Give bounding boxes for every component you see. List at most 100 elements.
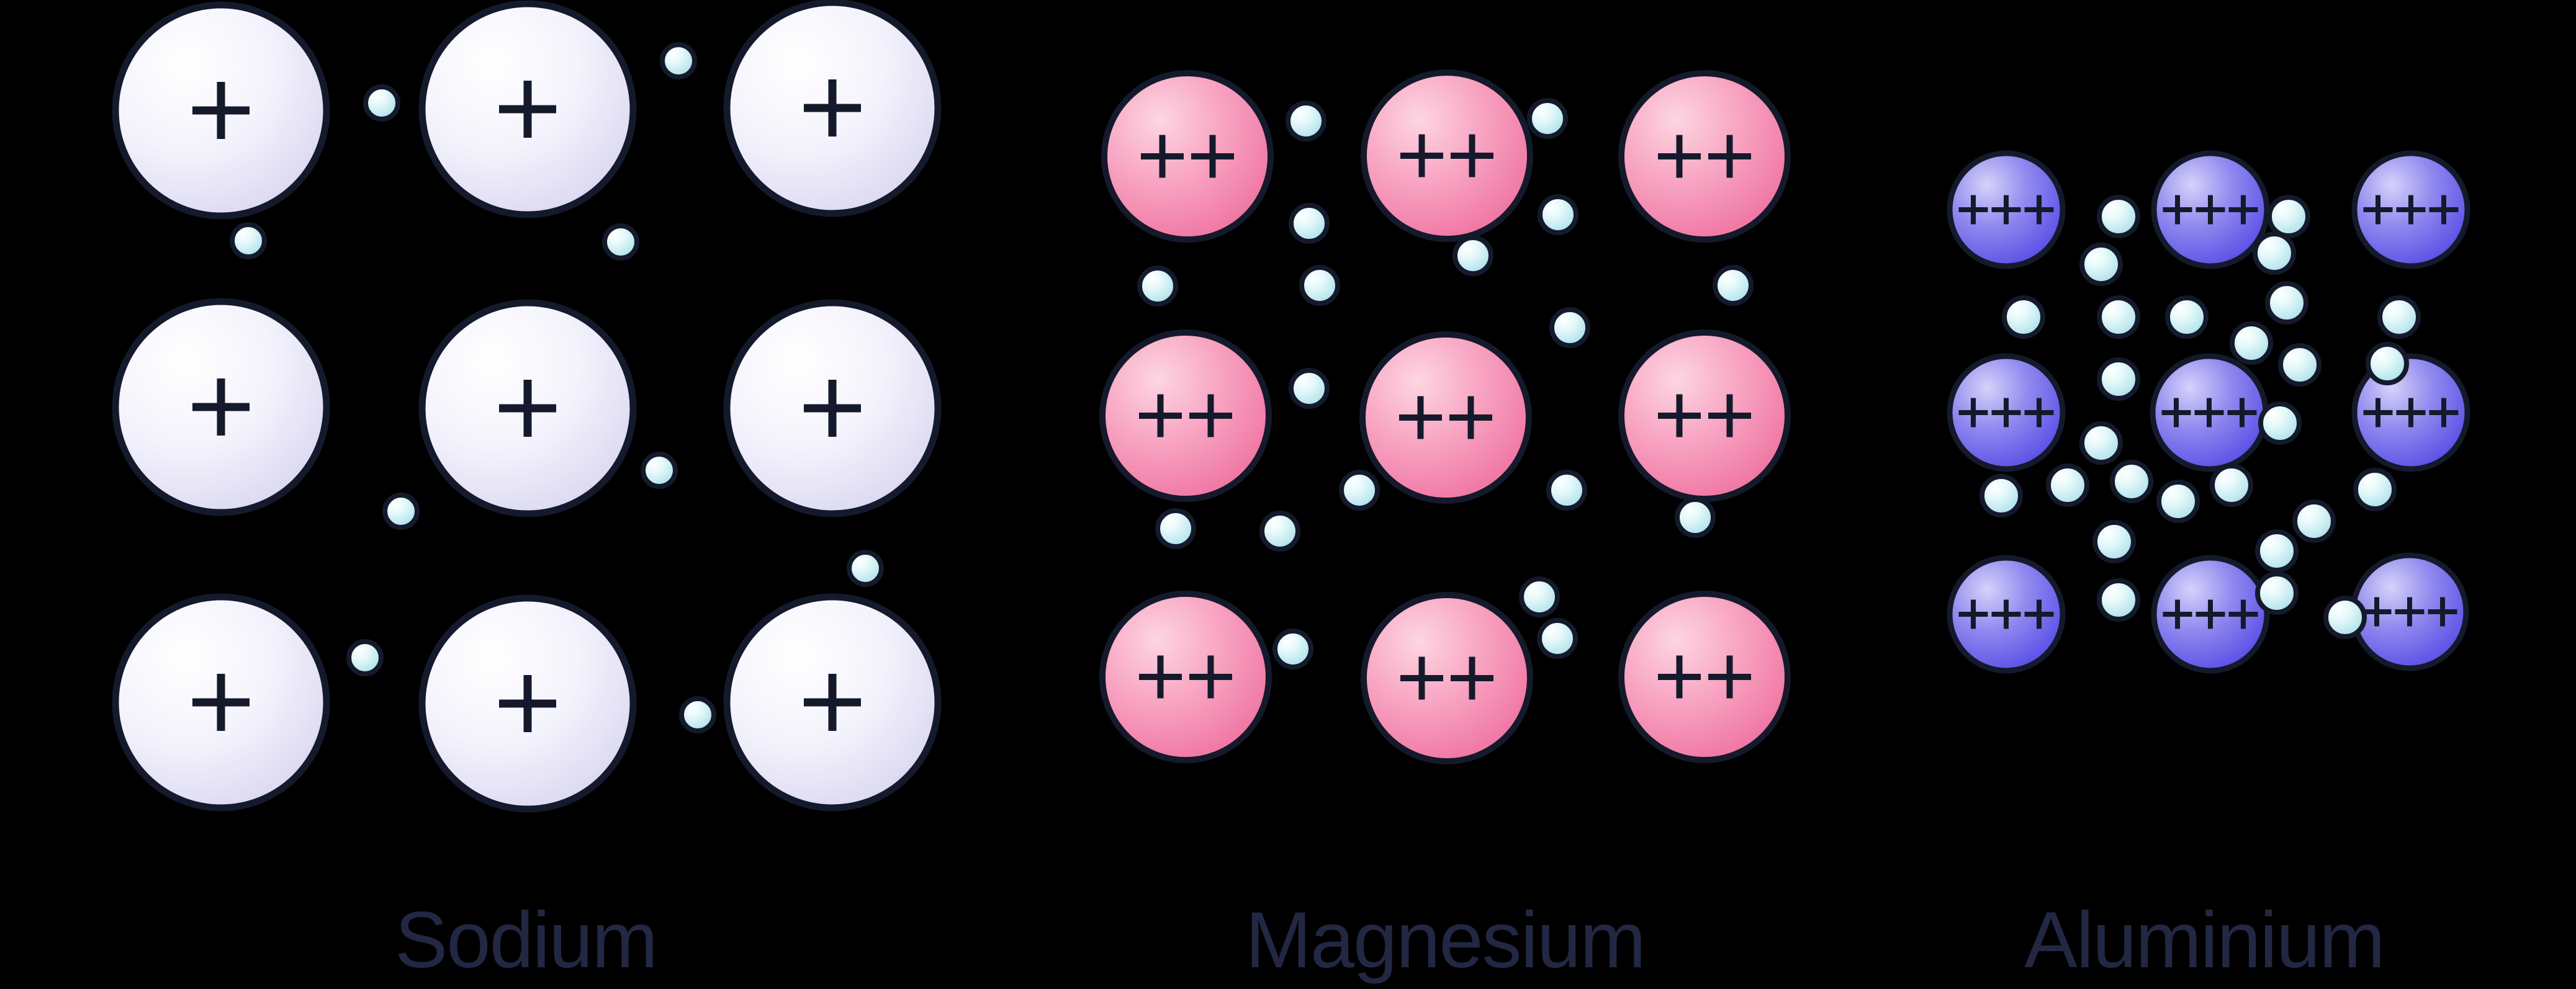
- electron: [2097, 295, 2140, 339]
- electron: [1339, 470, 1380, 511]
- plus-icon: [828, 380, 837, 437]
- plus-icon: [2408, 398, 2413, 427]
- plus-icon: [828, 674, 837, 731]
- plus-icon: [2175, 599, 2180, 629]
- aluminium-group: [1947, 150, 2470, 674]
- plus-icon: [217, 82, 225, 139]
- plus-icon: [2241, 195, 2246, 225]
- charge-symbol: [1658, 394, 1751, 437]
- charge-symbol: [1958, 195, 2054, 225]
- plus-icon: [2037, 599, 2042, 629]
- electron: [2156, 480, 2200, 523]
- label-magnesium: Magnesium: [1245, 896, 1646, 985]
- plus-icon: [1418, 656, 1425, 700]
- electron: [1289, 203, 1330, 244]
- plus-icon: [1676, 394, 1683, 437]
- charge-symbol: [804, 380, 861, 437]
- label-aluminium: Aluminium: [2024, 896, 2385, 985]
- charge-symbol: [499, 675, 556, 732]
- electron: [2110, 460, 2153, 503]
- electron: [2097, 578, 2140, 622]
- charge-symbol: [192, 82, 250, 139]
- electron: [2097, 357, 2140, 401]
- electron: [1527, 98, 1568, 139]
- plus-icon: [217, 674, 225, 731]
- plus-icon: [1159, 135, 1166, 178]
- charge-symbol: [2161, 398, 2257, 427]
- electron: [2255, 529, 2299, 573]
- electron: [2210, 463, 2253, 507]
- electron: [2079, 243, 2123, 286]
- electron: [1538, 194, 1578, 235]
- charge-symbol: [1658, 655, 1751, 699]
- electron: [1675, 497, 1716, 538]
- plus-icon: [2037, 195, 2042, 225]
- plus-icon: [1971, 195, 1976, 225]
- plus-icon: [2004, 195, 2009, 225]
- charge-symbol: [1958, 398, 2054, 427]
- plus-icon: [1469, 134, 1475, 177]
- electron: [1713, 265, 1754, 306]
- charge-symbol: [2363, 195, 2459, 225]
- charge-symbol: [2163, 599, 2258, 629]
- charge-symbol: [2163, 195, 2258, 225]
- plus-icon: [1676, 135, 1683, 178]
- plus-icon: [2241, 599, 2246, 629]
- electron: [1289, 368, 1330, 409]
- plus-icon: [2208, 599, 2213, 629]
- electron: [346, 639, 384, 676]
- electron: [2230, 321, 2273, 365]
- plus-icon: [1726, 135, 1733, 178]
- charge-symbol: [1958, 599, 2054, 629]
- charge-symbol: [2362, 597, 2457, 627]
- plus-icon: [1417, 396, 1424, 439]
- electron: [382, 493, 420, 530]
- electron: [2253, 231, 2296, 275]
- electron: [2323, 596, 2367, 639]
- electron: [660, 42, 697, 79]
- plus-icon: [2174, 398, 2179, 427]
- electron: [2366, 342, 2409, 385]
- electron: [2353, 468, 2397, 511]
- electron: [1299, 265, 1340, 306]
- magnesium-ion: [1359, 331, 1532, 504]
- magnesium-ion: [1618, 70, 1791, 243]
- plus-icon: [1157, 394, 1164, 437]
- electron: [2079, 421, 2123, 465]
- plus-icon: [1207, 655, 1214, 699]
- charge-symbol: [2363, 398, 2459, 427]
- magnesium-ion: [1101, 70, 1274, 243]
- charge-symbol: [1658, 135, 1751, 178]
- plus-icon: [2441, 195, 2446, 225]
- magnesium-ion: [1361, 69, 1533, 242]
- plus-icon: [2037, 398, 2042, 427]
- plus-icon: [1467, 396, 1474, 439]
- plus-icon: [523, 675, 532, 732]
- plus-icon: [1469, 656, 1475, 700]
- magnesium-ion: [1361, 592, 1533, 764]
- plus-icon: [1726, 655, 1733, 699]
- electron: [2097, 195, 2140, 238]
- plus-icon: [2408, 195, 2413, 225]
- electron: [1155, 508, 1196, 549]
- charge-symbol: [1400, 134, 1493, 177]
- electron: [1272, 629, 1313, 669]
- plus-icon: [2441, 398, 2446, 427]
- plus-icon: [2374, 597, 2379, 627]
- plus-icon: [1207, 394, 1214, 437]
- electron: [2292, 499, 2336, 543]
- plus-icon: [2004, 398, 2009, 427]
- electron: [2002, 295, 2045, 339]
- electron: [363, 84, 400, 122]
- electron: [641, 452, 678, 489]
- electron: [2377, 295, 2421, 339]
- magnesium-group: [1099, 69, 1791, 764]
- electron: [2265, 281, 2308, 324]
- charge-symbol: [1139, 394, 1232, 437]
- charge-symbol: [1399, 396, 1492, 439]
- charge-symbol: [499, 380, 556, 437]
- plus-icon: [1971, 398, 1976, 427]
- electron: [2267, 195, 2310, 238]
- electron: [2278, 343, 2322, 387]
